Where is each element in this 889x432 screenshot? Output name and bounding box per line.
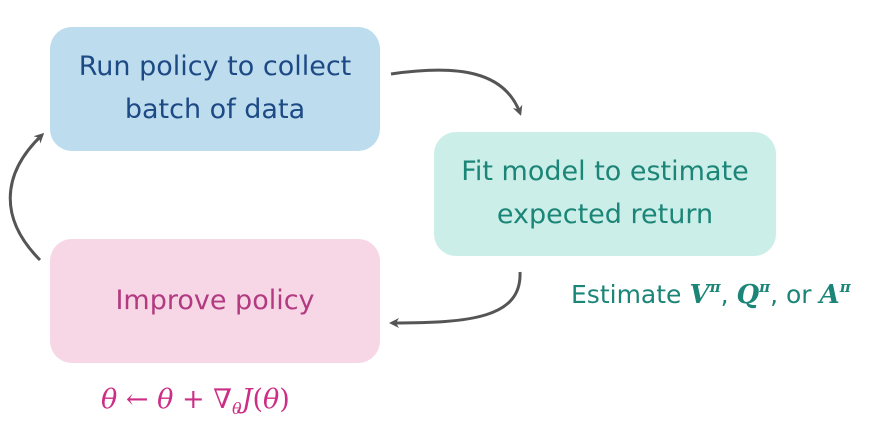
- v-symbol: V: [689, 280, 710, 310]
- comma-2: ,: [770, 280, 779, 309]
- comma-1: ,: [720, 280, 729, 309]
- fit-model-box: Fit model to estimate expected return: [434, 132, 776, 256]
- theta-lhs: θ: [101, 384, 118, 415]
- improve-policy-box: Improve policy: [50, 239, 380, 363]
- arrow-improve-to-collect: [8, 132, 45, 262]
- theta-rhs: θ: [157, 384, 174, 415]
- policy-update-rule: θ ← θ + ∇θJ(θ): [101, 384, 290, 418]
- estimate-prefix: Estimate: [571, 280, 682, 309]
- run-policy-text-line1: Run policy to collect: [78, 51, 352, 83]
- nabla-theta-subscript: θ: [232, 399, 242, 418]
- a-pi-superscript: π: [839, 278, 851, 296]
- a-symbol: A: [819, 280, 840, 310]
- or-word: or: [786, 280, 812, 309]
- theta-argument: θ: [263, 384, 280, 415]
- run-policy-text-line2: batch of data: [124, 94, 306, 125]
- q-symbol: Q: [736, 280, 760, 310]
- arrow-fit-to-improve: [389, 271, 522, 328]
- v-pi-superscript: π: [709, 278, 721, 296]
- open-paren: (: [252, 384, 264, 415]
- j-symbol: J: [241, 384, 253, 415]
- plus-sign: +: [181, 384, 205, 415]
- assign-arrow: ←: [125, 384, 149, 415]
- improve-policy-text: Improve policy: [115, 284, 315, 316]
- run-policy-box: Run policy to collect batch of data: [50, 27, 380, 151]
- q-pi-superscript: π: [759, 278, 771, 296]
- close-paren: ): [279, 384, 290, 415]
- fit-model-text-line1: Fit model to estimate: [461, 156, 749, 188]
- estimate-annotation: Estimate Vπ, Qπ, or Aπ: [571, 278, 851, 311]
- arrow-collect-to-fit: [390, 68, 523, 116]
- fit-model-text-line2: expected return: [496, 199, 714, 230]
- nabla-symbol: ∇: [213, 384, 233, 415]
